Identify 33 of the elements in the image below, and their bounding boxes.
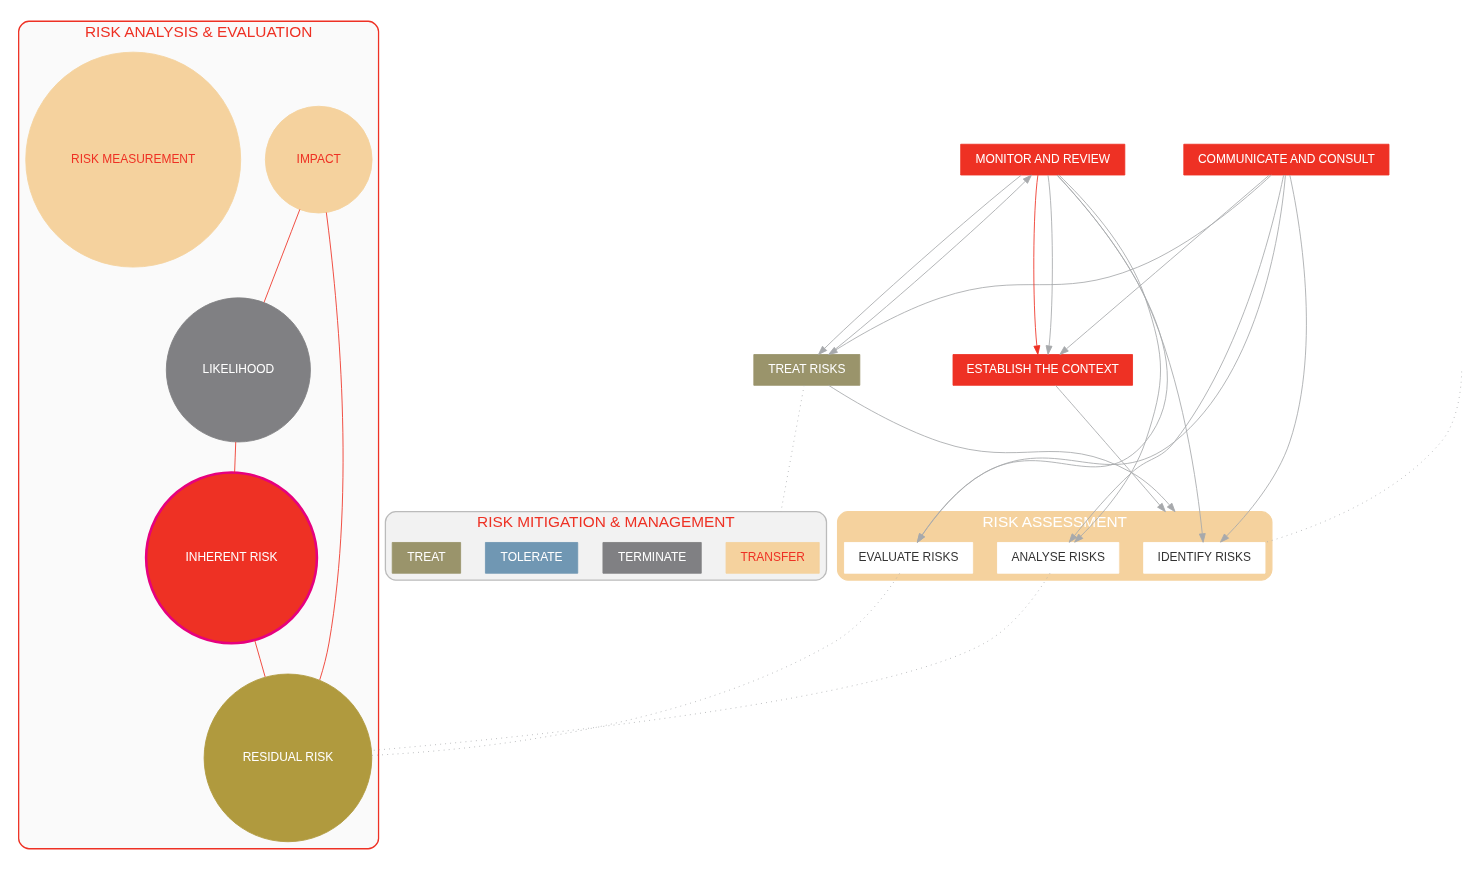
connector bbox=[371, 572, 1051, 751]
arrow bbox=[1068, 174, 1285, 543]
node-box: TREAT RISKS bbox=[753, 353, 861, 386]
node-box: TRANSFER bbox=[725, 541, 820, 574]
node-circle: IMPACT bbox=[264, 105, 373, 213]
node-circle: INHERENT RISK bbox=[144, 470, 319, 645]
arrow bbox=[828, 384, 1176, 512]
node-circle: LIKELIHOOD bbox=[165, 296, 311, 442]
node-box: IDENTIFY RISKS bbox=[1143, 541, 1266, 574]
node-box: ANALYSE RISKS bbox=[997, 541, 1120, 574]
arrow bbox=[828, 174, 1272, 355]
connector bbox=[234, 441, 237, 473]
connector bbox=[319, 211, 344, 680]
node-circle: RESIDUAL RISK bbox=[203, 673, 373, 842]
node-box: TERMINATE bbox=[602, 541, 702, 574]
node-box: COMMUNICATE AND CONSULT bbox=[1183, 143, 1390, 175]
arrow bbox=[1045, 174, 1053, 355]
node-box: EVALUATE RISKS bbox=[844, 541, 974, 574]
node-box: MONITOR AND REVIEW bbox=[960, 143, 1126, 175]
arrow bbox=[916, 174, 1286, 543]
arrow bbox=[1033, 174, 1041, 355]
arrow bbox=[1056, 174, 1206, 543]
node-box: TREAT bbox=[391, 541, 462, 574]
arrow bbox=[1055, 384, 1166, 512]
arrow bbox=[1059, 174, 1270, 355]
arrow bbox=[1058, 174, 1161, 543]
connector bbox=[263, 208, 301, 303]
arrow bbox=[916, 174, 1168, 543]
node-box: ESTABLISH THE CONTEXT bbox=[952, 353, 1133, 386]
node-circle: RISK MEASUREMENT bbox=[25, 51, 242, 268]
connector bbox=[254, 639, 266, 677]
node-box: TOLERATE bbox=[485, 541, 579, 574]
arrow bbox=[1220, 174, 1307, 543]
